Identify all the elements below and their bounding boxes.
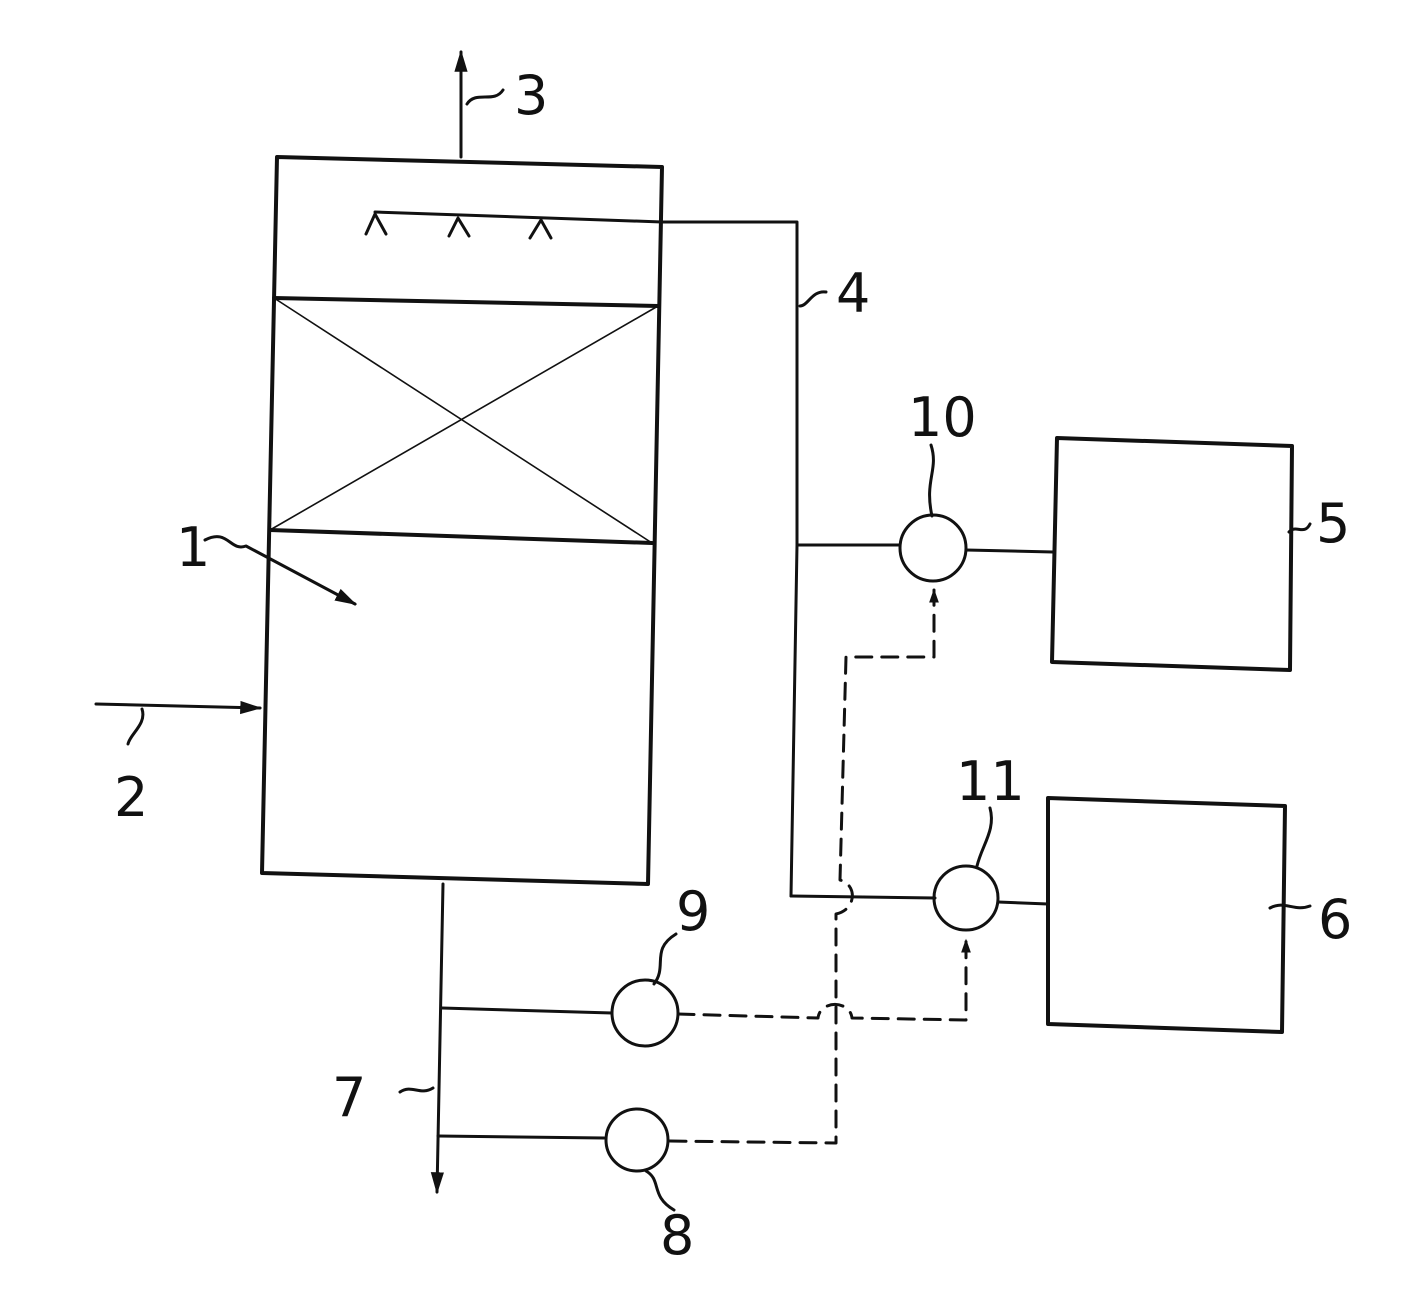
recycle-line	[791, 545, 935, 898]
spray-nozzle-icon	[449, 218, 469, 236]
label-pump-lower: 11	[956, 750, 1025, 813]
label-top-outlet: 3	[514, 64, 548, 127]
pump-to-tank-upper	[966, 550, 1053, 552]
label-sensor-upper: 9	[676, 880, 710, 943]
tank-lower	[1048, 798, 1285, 1032]
spray-header	[366, 212, 797, 545]
sensor-lower	[606, 1109, 668, 1171]
label-bottom-outlet: 7	[332, 1066, 366, 1129]
label-spray-line: 4	[836, 262, 870, 325]
pump-lower	[934, 866, 998, 930]
spray-nozzle-icon	[366, 214, 386, 234]
bottom-outlet-arrow	[437, 884, 443, 1192]
sample-line-upper	[442, 1008, 612, 1013]
sample-line-lower	[438, 1136, 604, 1138]
leader-lines	[128, 90, 1310, 1210]
label-tank-upper: 5	[1316, 492, 1350, 555]
spray-nozzle-icon	[530, 220, 551, 238]
tower	[262, 157, 662, 884]
sensor-upper	[612, 980, 678, 1046]
tank-upper	[1052, 438, 1292, 670]
label-pump-upper: 10	[908, 386, 977, 449]
label-tower: 1	[176, 516, 210, 579]
feed-line-arrow	[96, 704, 260, 708]
label-feed-line: 2	[114, 766, 148, 829]
label-sensor-lower: 8	[660, 1204, 694, 1267]
label-tank-lower: 6	[1318, 888, 1352, 951]
packing-top-plate	[274, 298, 658, 306]
packing-cross	[274, 298, 652, 543]
pump-to-tank-lower	[998, 902, 1048, 904]
packing-bottom-plate	[270, 530, 652, 543]
pump-upper	[900, 515, 966, 581]
control-lines	[670, 590, 966, 1143]
